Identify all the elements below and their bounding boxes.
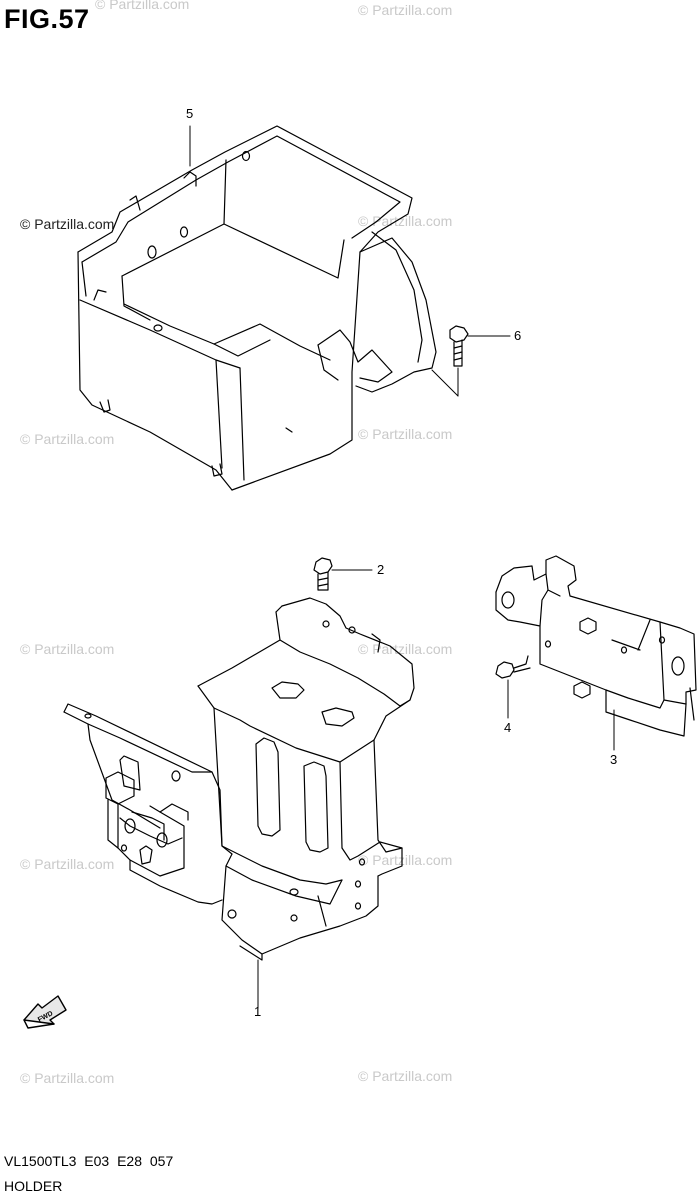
callout-2: 2	[377, 562, 385, 577]
bolt-part-6	[449, 325, 469, 367]
bolt-part-2	[313, 557, 333, 591]
watermark: © Partzilla.com	[358, 1068, 453, 1084]
watermark: © Partzilla.com	[358, 641, 453, 657]
figure-title: FIG.57	[4, 4, 90, 34]
callout-5: 5	[186, 106, 194, 121]
bolt-part-4	[495, 655, 531, 679]
watermark: © Partzilla.com	[358, 426, 453, 442]
watermark: © Partzilla.com	[20, 856, 115, 872]
bracket-part-3	[495, 555, 697, 737]
battery-box-part	[77, 125, 437, 491]
model-code: VL1500TL3 E03 E28 057	[4, 1153, 174, 1169]
callout-4: 4	[504, 720, 512, 735]
watermark: © Partzilla.com	[358, 852, 453, 868]
watermark: © Partzilla.com	[358, 2, 453, 18]
callout-1: 1	[254, 1004, 262, 1019]
part-group-name: HOLDER	[4, 1178, 63, 1194]
watermark: © Partzilla.com	[20, 641, 115, 657]
watermark: © Partzilla.com	[20, 1070, 115, 1086]
callout-6: 6	[514, 328, 522, 343]
watermark: © Partzilla.com	[20, 216, 115, 232]
watermark: © Partzilla.com	[20, 431, 115, 447]
holder-part-1	[63, 597, 415, 961]
watermark: © Partzilla.com	[95, 0, 190, 12]
fwd-arrow-icon: FWD	[23, 995, 67, 1029]
callout-3: 3	[610, 752, 618, 767]
